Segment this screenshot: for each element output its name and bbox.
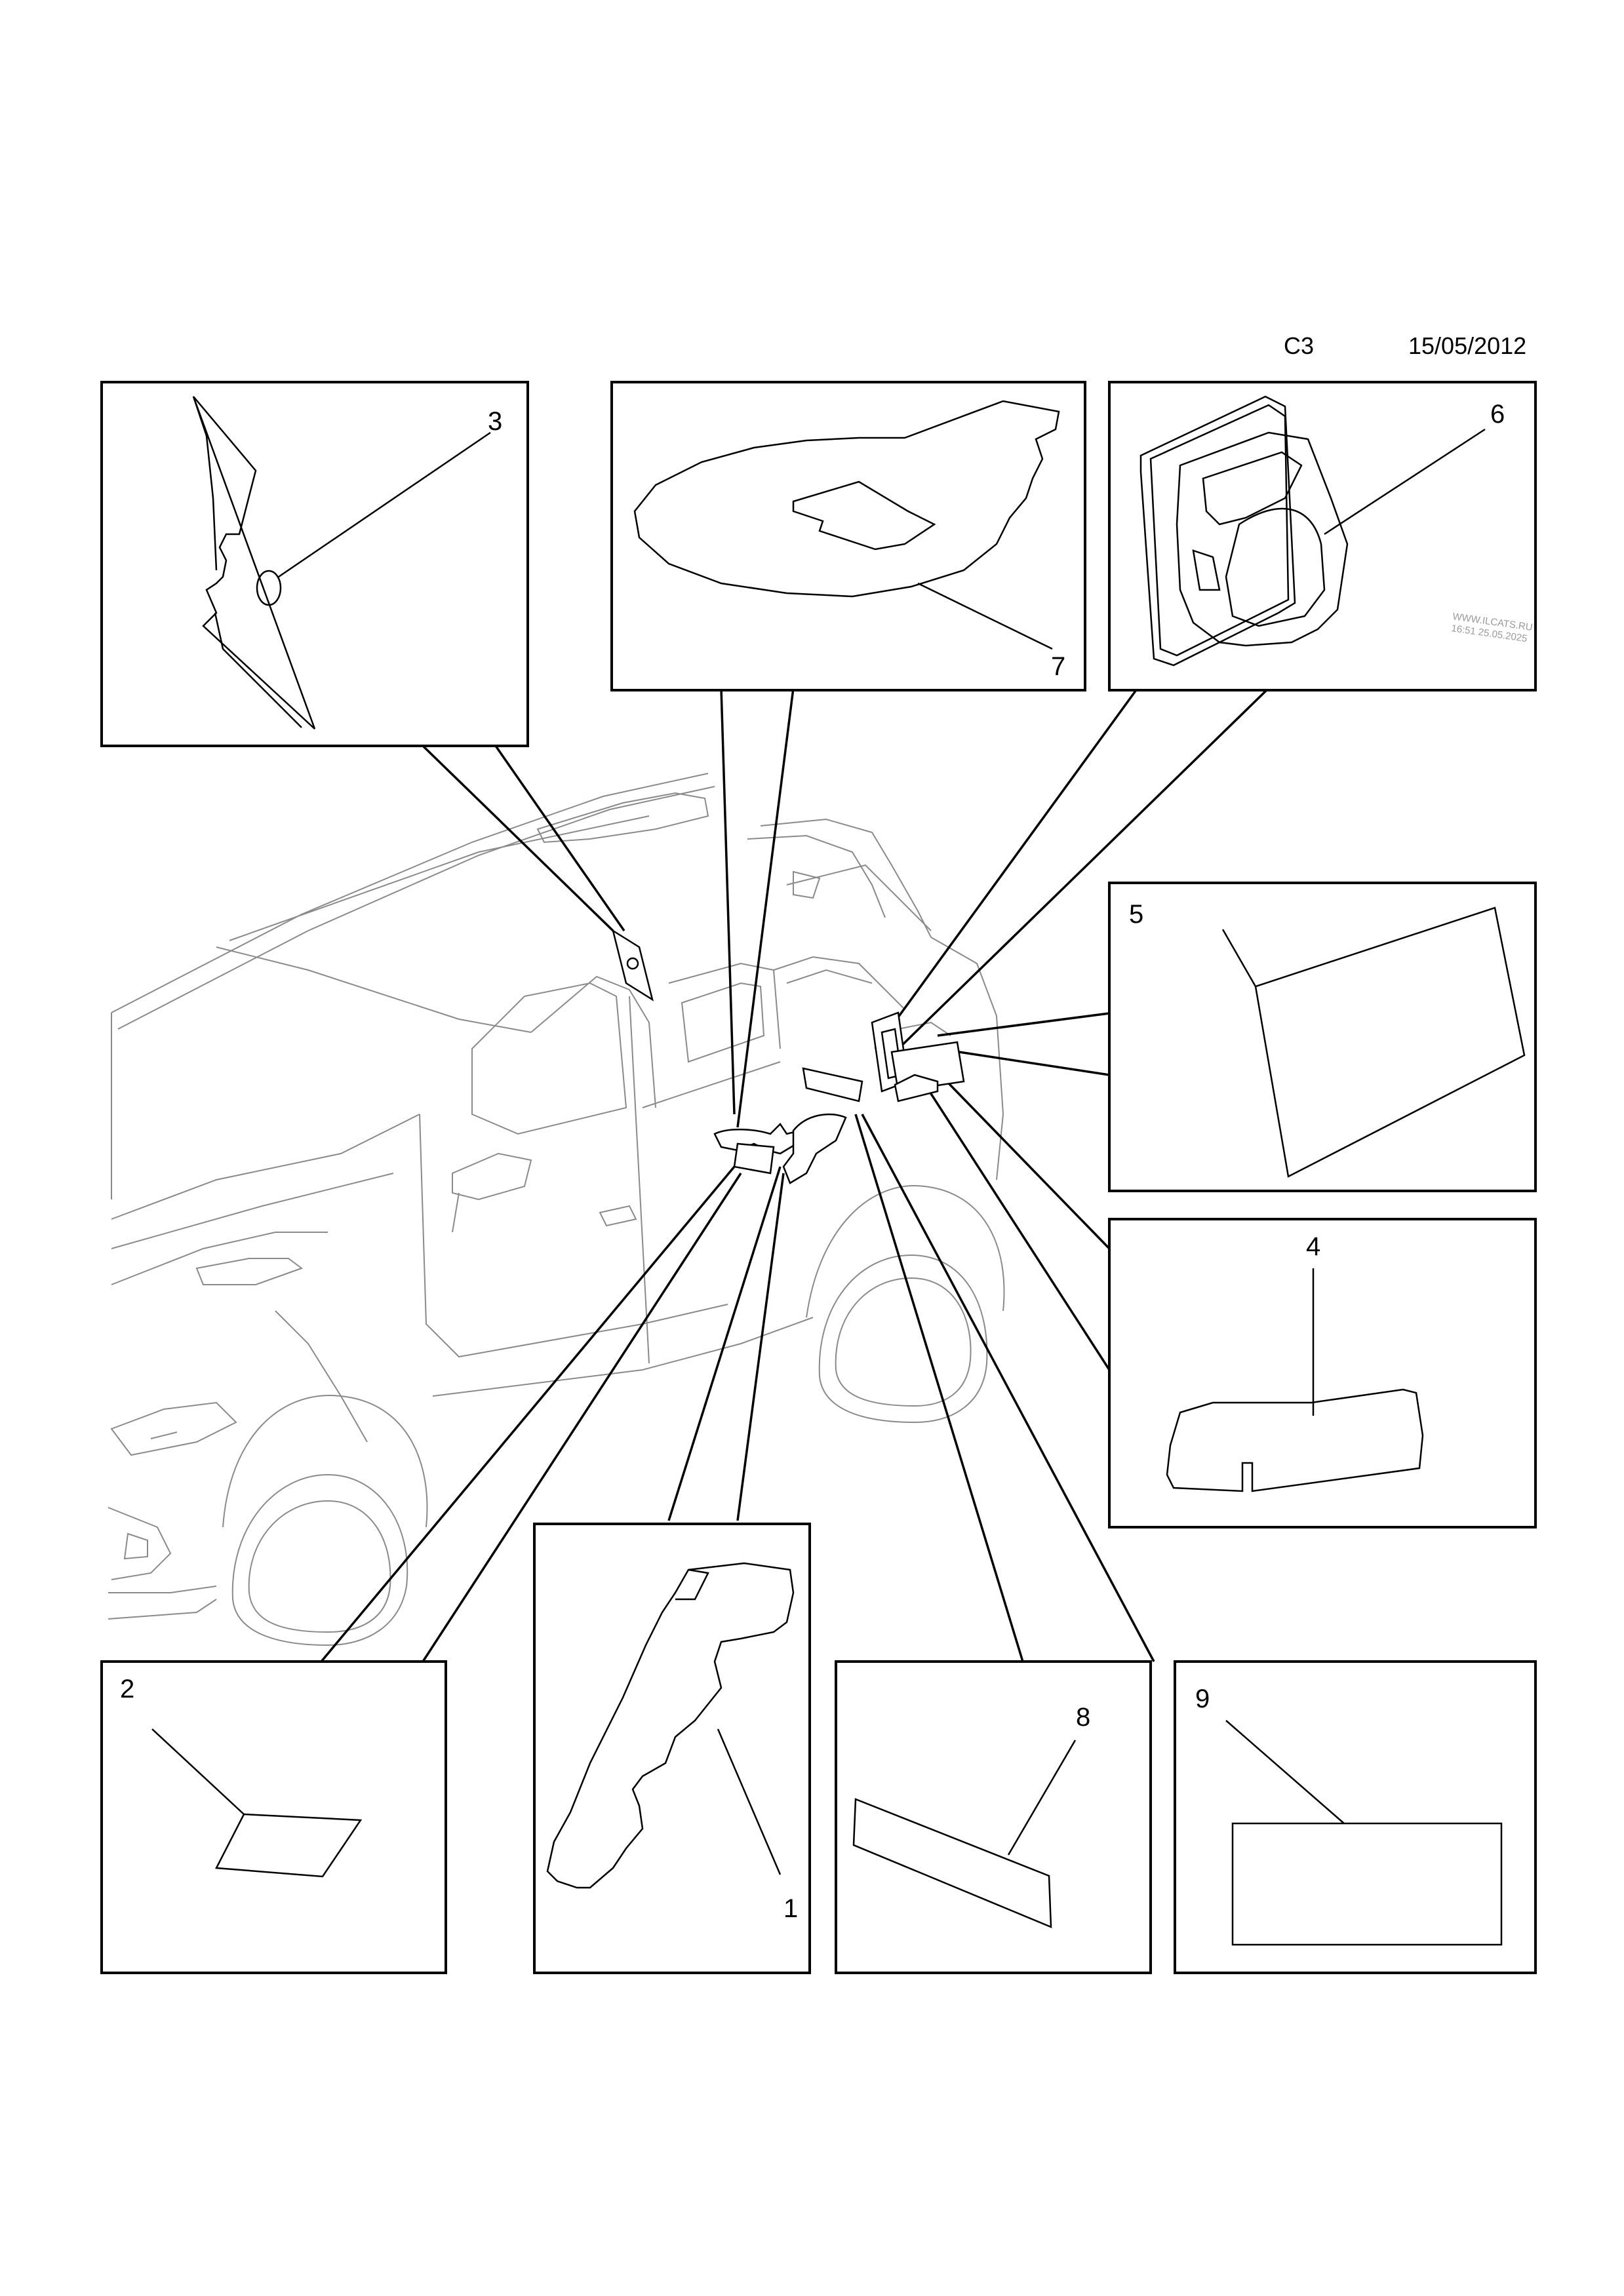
callout-8-label: 8 <box>1076 1703 1090 1732</box>
callout-box-5: 5 <box>1108 882 1537 1192</box>
callout-box-8: 8 <box>835 1660 1152 1974</box>
vehicle-outline <box>108 773 1005 1646</box>
diagram-date: 15/05/2012 <box>1408 332 1526 359</box>
callout-box-6: 6 WWW.ILCATS.RU 16:51 25.05.2025 <box>1108 381 1537 691</box>
callout-box-9: 9 <box>1174 1660 1537 1974</box>
callout-3-label: 3 <box>488 407 502 436</box>
callout-2-label: 2 <box>120 1675 134 1703</box>
callout-box-2: 2 <box>100 1660 447 1974</box>
callout-5-label: 5 <box>1129 900 1143 929</box>
callout-box-7: 7 <box>610 381 1086 691</box>
installed-parts <box>612 929 965 1184</box>
leader-lines <box>320 687 1270 1663</box>
callout-4-label: 4 <box>1306 1232 1320 1261</box>
callout-box-4: 4 <box>1108 1218 1537 1528</box>
callout-9-label: 9 <box>1195 1684 1210 1713</box>
callout-box-1: 1 <box>533 1523 811 1974</box>
callout-box-3: 3 <box>100 381 529 747</box>
diagram-code: C3 <box>1284 332 1314 359</box>
callout-7-label: 7 <box>1051 652 1065 681</box>
callout-6-label: 6 <box>1490 400 1505 429</box>
callout-1-label: 1 <box>783 1894 798 1923</box>
